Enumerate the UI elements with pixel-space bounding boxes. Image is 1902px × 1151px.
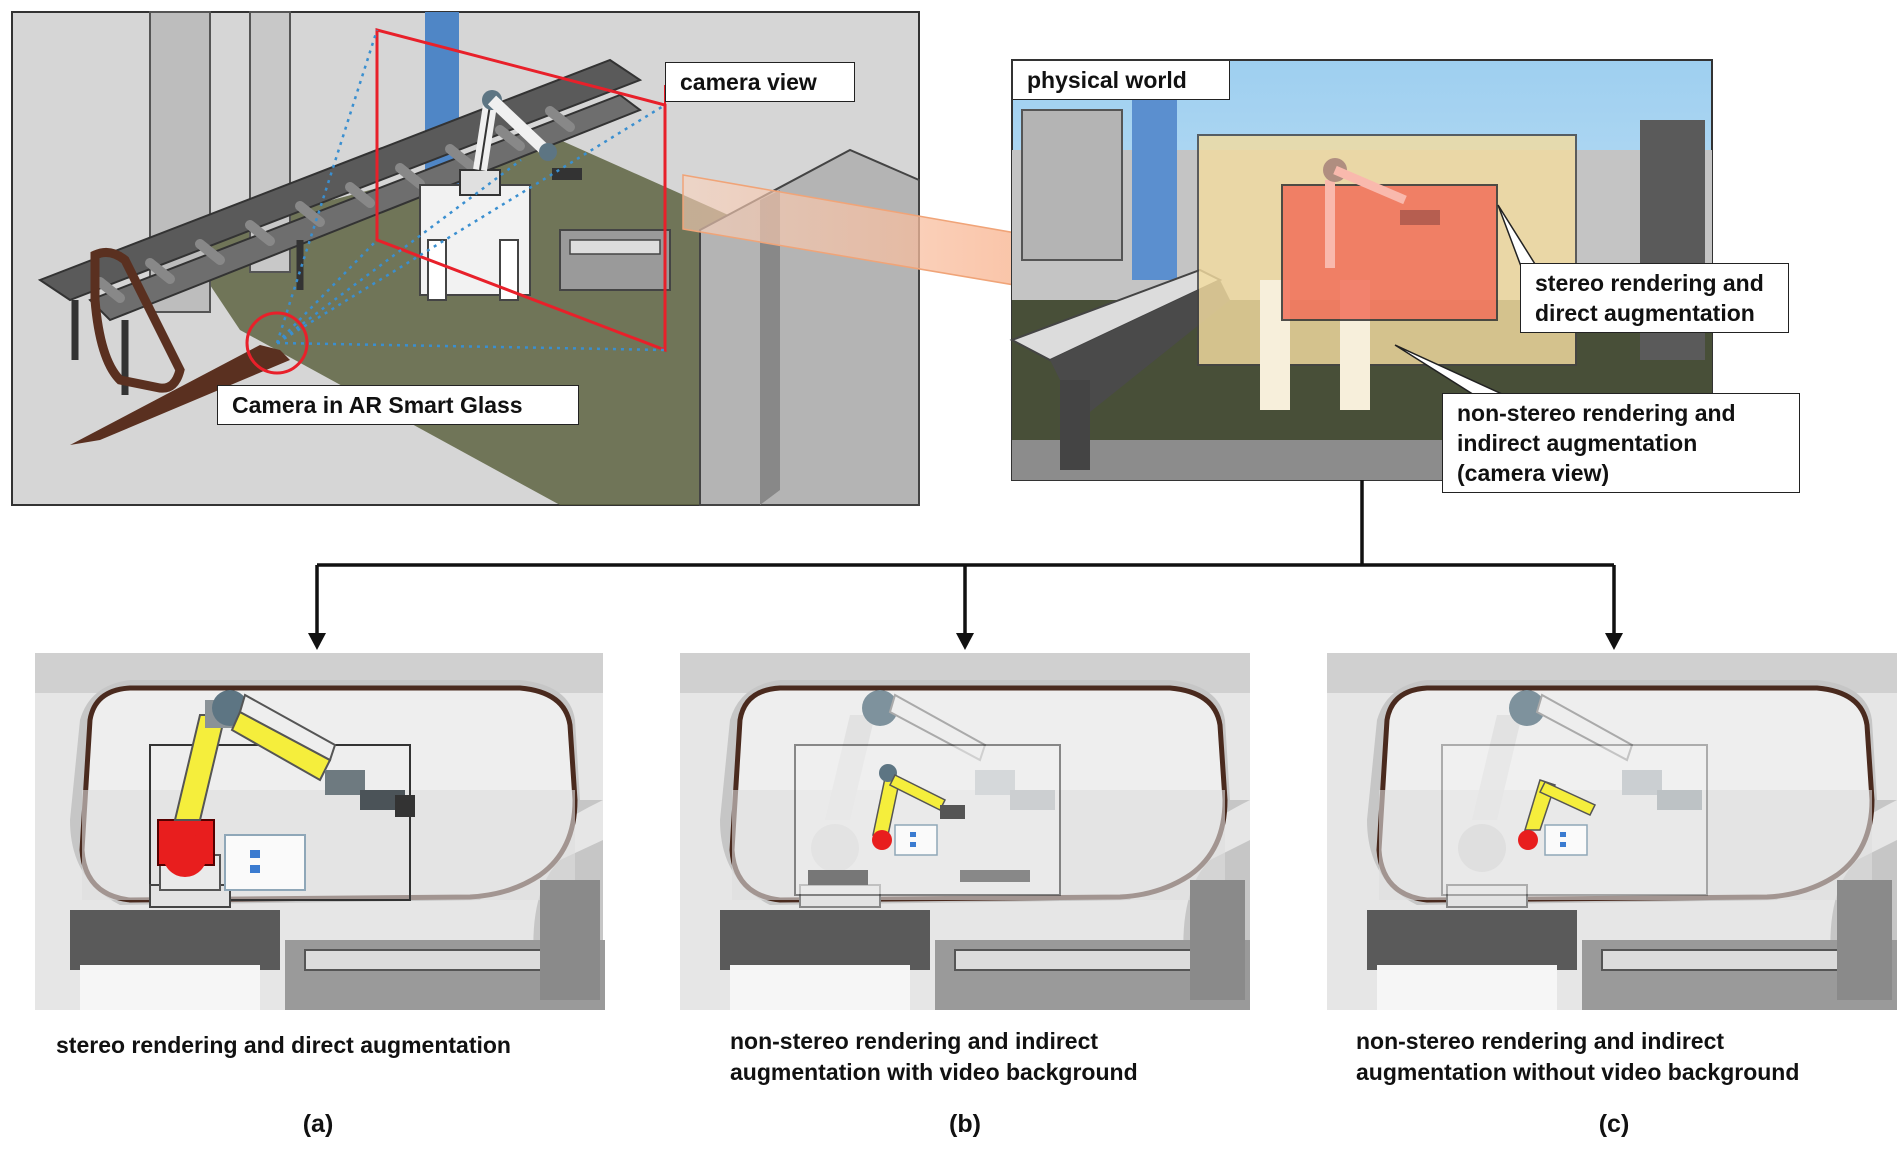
panel-c-label: (c): [1598, 1110, 1630, 1138]
panel-c-caption: non-stereo rendering and indirect augmen…: [1356, 1028, 1800, 1085]
panel-b-label: (b): [949, 1110, 981, 1138]
stereo-callout: stereo rendering and direct augmentation: [1520, 263, 1789, 333]
panel-b-caption: non-stereo rendering and indirect augmen…: [730, 1028, 1138, 1085]
panel-a-label: (a): [302, 1110, 334, 1138]
top-right-scene: [1009, 59, 1713, 481]
camera-in-glass-callout: Camera in AR Smart Glass: [217, 385, 579, 425]
panel-b-scene: [680, 653, 1250, 1010]
nonstereo-callout: non-stereo rendering and indirect augmen…: [1442, 393, 1800, 493]
camera-view-callout: camera view: [665, 62, 855, 102]
physical-world-label: physical world: [1013, 61, 1230, 100]
panel-c-scene: [1327, 653, 1897, 1010]
connector-tree: [308, 480, 1623, 650]
panel-a-caption: stereo rendering and direct augmentation: [56, 1032, 511, 1058]
panel-a-scene: [35, 653, 605, 1010]
